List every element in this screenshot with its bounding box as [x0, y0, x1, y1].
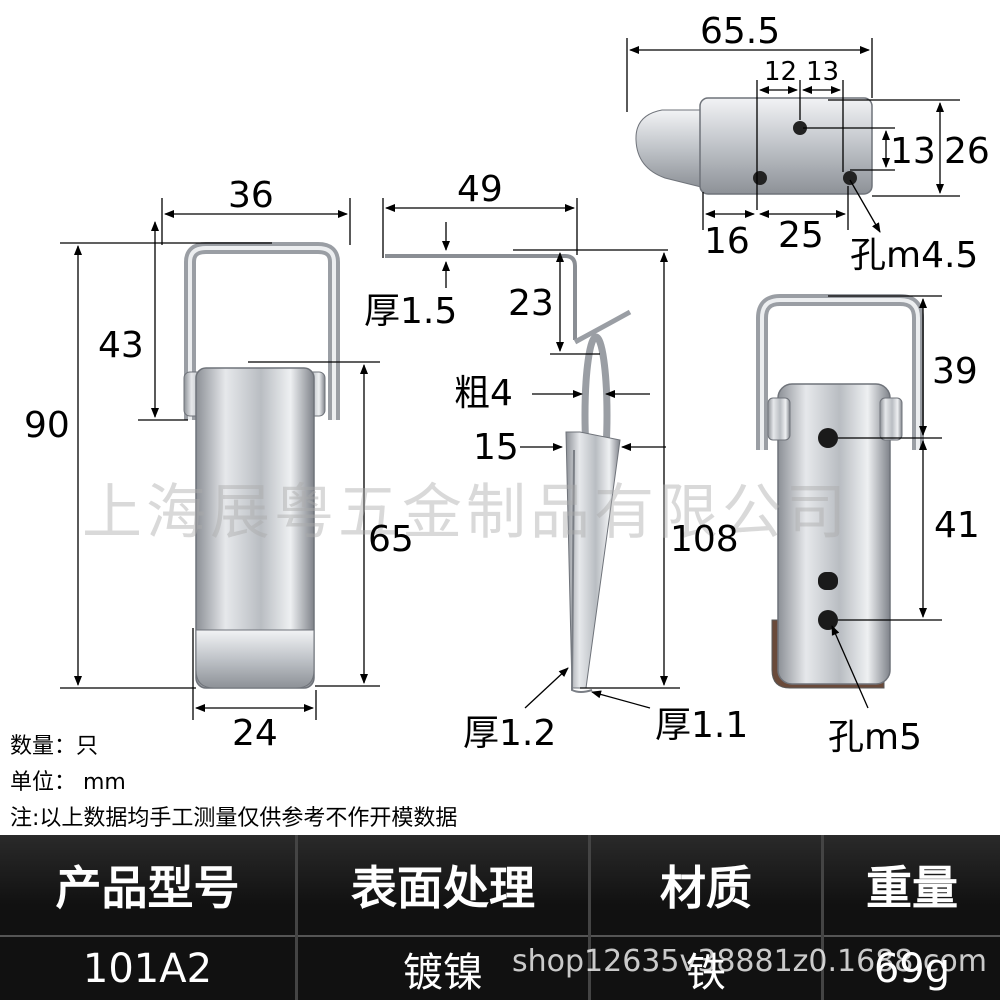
dim-height-108: 108	[670, 519, 739, 560]
dim-hole-m4-5: 孔m4.5	[850, 235, 979, 276]
catch-plate-dimensions	[626, 38, 960, 233]
dim-diameter-4: 粗4	[454, 373, 513, 414]
latch-side-view	[385, 254, 632, 693]
dim-width-12: 12	[764, 57, 798, 87]
header-model: 产品型号	[0, 835, 295, 935]
catch-plate-view	[635, 97, 873, 195]
dim-height-23: 23	[508, 283, 554, 324]
dim-height-43: 43	[98, 325, 144, 366]
dim-height-39: 39	[932, 351, 978, 392]
disclaimer-note: 注:以上数据均手工测量仅供参考不作开模数据	[10, 806, 458, 831]
dim-height-41: 41	[934, 505, 980, 546]
value-surface: 镀镍	[298, 937, 588, 1000]
spec-table: 产品型号 表面处理 材质 重量 101A2 镀镍 铁 69g	[0, 835, 1000, 1000]
dim-height-26: 26	[944, 131, 990, 172]
dim-width-49: 49	[457, 169, 503, 210]
quantity-note: 数量：只	[10, 734, 99, 759]
latch-side-dimensions	[382, 198, 680, 709]
table-row-divider	[0, 935, 1000, 937]
dim-width-25: 25	[778, 215, 824, 256]
header-material: 材质	[591, 835, 821, 935]
value-material: 铁	[591, 937, 821, 1000]
latch-front-dimensions	[60, 198, 380, 720]
latch-back-dimensions	[828, 295, 942, 709]
dim-thickness-1-1: 厚1.1	[655, 705, 749, 746]
dim-width-16: 16	[704, 221, 750, 262]
header-weight: 重量	[824, 835, 1000, 935]
header-surface: 表面处理	[298, 835, 588, 935]
dim-hole-m5: 孔m5	[828, 717, 922, 758]
dim-thickness-1-5: 厚1.5	[364, 291, 458, 332]
dim-height-65: 65	[368, 519, 414, 560]
value-weight: 69g	[824, 937, 1000, 1000]
column-divider	[295, 835, 298, 1000]
shop-watermark: shop12635v38881z0.1688.com	[512, 944, 987, 979]
dim-width-65-5: 65.5	[700, 11, 781, 52]
latch-back-view	[756, 294, 924, 689]
dim-width-36: 36	[228, 175, 274, 216]
dim-width-15: 15	[473, 427, 519, 468]
technical-drawing	[60, 38, 960, 720]
unit-note: 单位： mm	[10, 770, 126, 795]
column-divider	[588, 835, 591, 1000]
dim-thickness-1-2: 厚1.2	[463, 713, 557, 754]
column-divider	[821, 835, 824, 1000]
dim-height-90: 90	[24, 405, 70, 446]
value-model: 101A2	[0, 937, 295, 1000]
company-watermark: 上海展粤五金制品有限公司	[82, 478, 850, 548]
dim-height-13: 13	[890, 131, 936, 172]
dim-width-13: 13	[806, 57, 840, 87]
latch-front-view	[183, 242, 340, 689]
dim-width-24: 24	[232, 713, 278, 754]
